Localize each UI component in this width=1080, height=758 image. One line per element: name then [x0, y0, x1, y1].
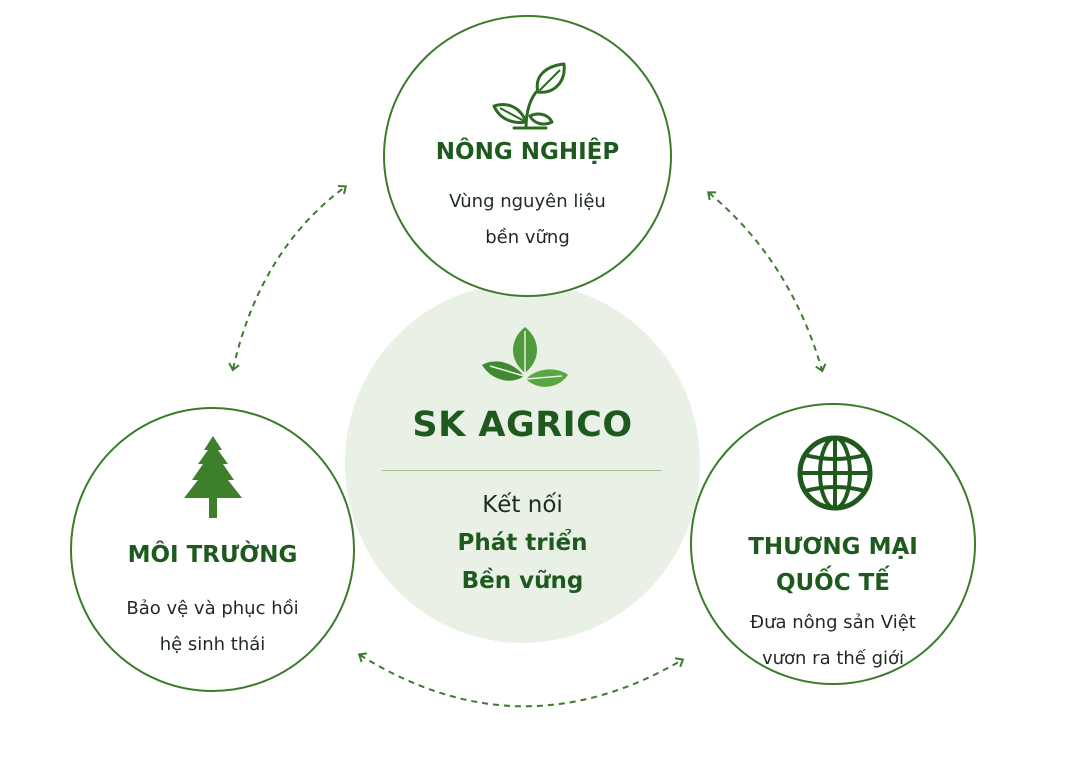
- center-hub: SK AGRICO Kết nối Phát triển Bền vững: [345, 283, 700, 643]
- arrow-top-right: [707, 191, 827, 373]
- center-tagline: Kết nối Phát triển Bền vững: [345, 486, 700, 600]
- arrow-top-left: [228, 184, 348, 372]
- trade-title-line1: THƯƠNG MẠI: [748, 534, 918, 560]
- tree-icon: [184, 436, 242, 518]
- node-trade: THƯƠNG MẠI QUỐC TẾ Đưa nông sản Việt vươ…: [690, 403, 976, 685]
- environment-title: MÔI TRƯỜNG: [127, 542, 298, 568]
- agriculture-title: NÔNG NGHIỆP: [435, 139, 620, 165]
- environment-desc-line2: hệ sinh thái: [159, 634, 266, 655]
- tagline-connect: Kết nối: [482, 492, 563, 518]
- node-agriculture: NÔNG NGHIỆP Vùng nguyên liệu bền vững: [383, 15, 672, 297]
- agriculture-desc-line1: Vùng nguyên liệu: [449, 191, 606, 212]
- leaves-icon: [482, 327, 568, 387]
- trade-desc-line2: vươn ra thế giới: [761, 648, 905, 669]
- tagline-develop: Phát triển: [457, 530, 588, 556]
- agriculture-desc: Vùng nguyên liệu bền vững: [385, 184, 670, 256]
- agriculture-desc-line2: bền vững: [485, 227, 570, 248]
- center-divider: [382, 470, 662, 471]
- globe-icon: [797, 435, 873, 511]
- environment-desc: Bảo vệ và phục hồi hệ sinh thái: [72, 591, 353, 663]
- arrow-bottom: [357, 652, 685, 708]
- trade-title: THƯƠNG MẠI QUỐC TẾ: [692, 529, 974, 601]
- node-environment: MÔI TRƯỜNG Bảo vệ và phục hồi hệ sinh th…: [70, 407, 355, 692]
- environment-desc-line1: Bảo vệ và phục hồi: [126, 598, 299, 619]
- trade-desc: Đưa nông sản Việt vươn ra thế giới: [692, 605, 974, 677]
- center-title: SK AGRICO: [412, 405, 633, 445]
- tagline-sustain: Bền vững: [461, 568, 584, 594]
- trade-title-line2: QUỐC TẾ: [775, 570, 891, 596]
- trade-desc-line1: Đưa nông sản Việt: [750, 612, 916, 633]
- sprout-icon: [492, 62, 566, 130]
